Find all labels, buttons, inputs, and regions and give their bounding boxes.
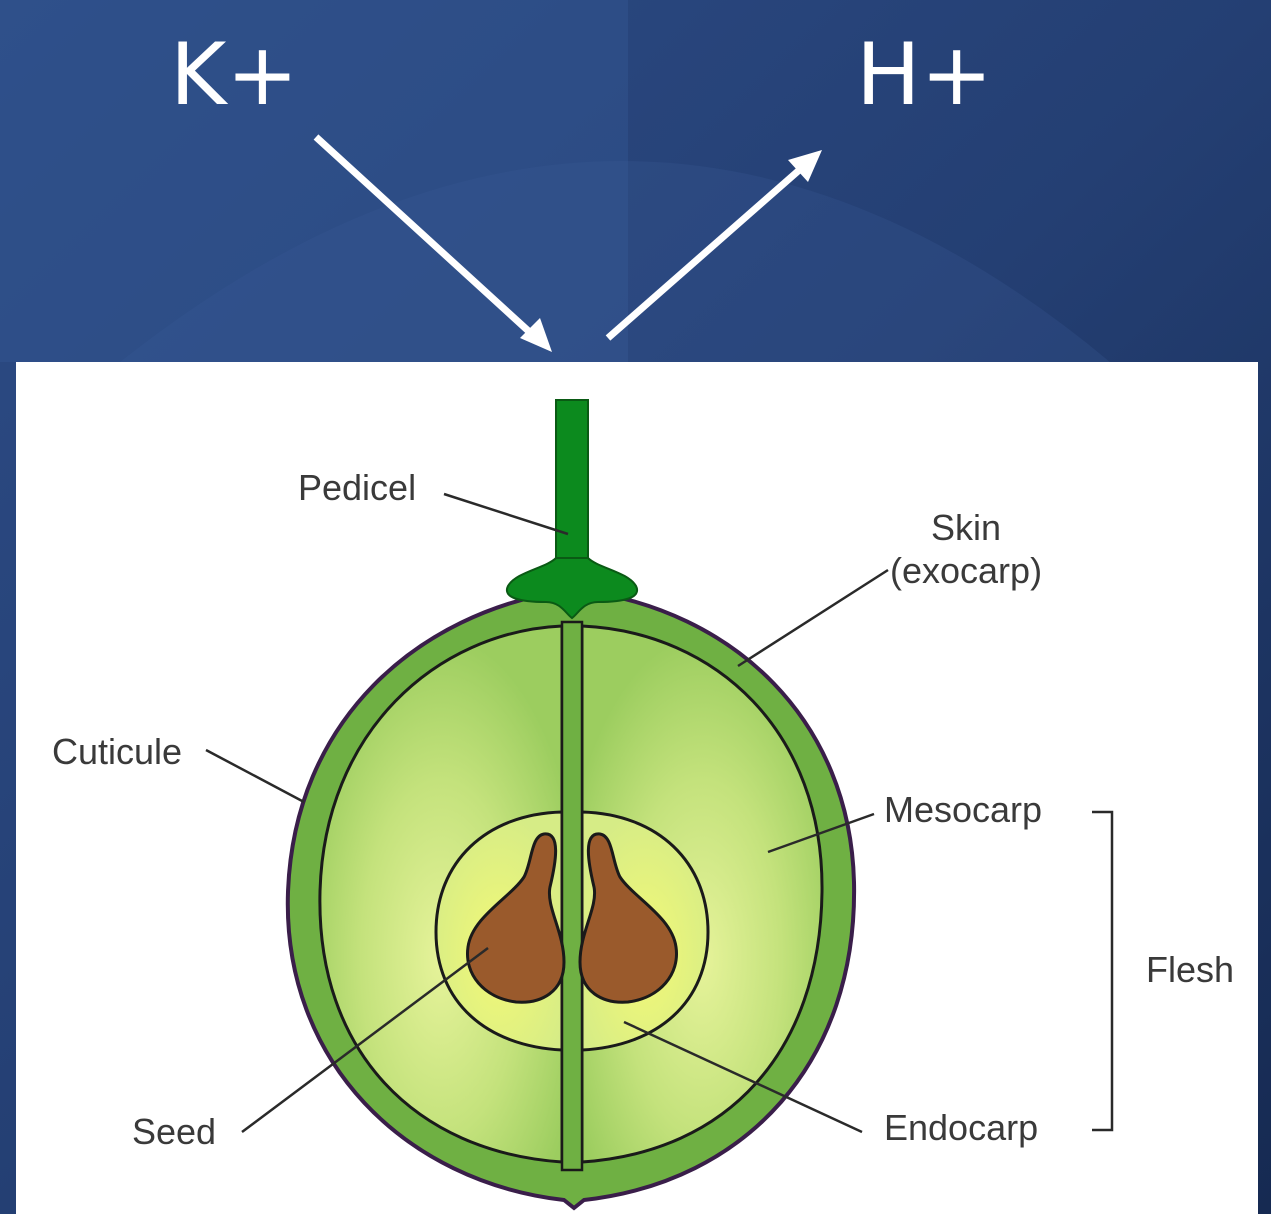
skin-label-line1: Skin xyxy=(890,506,1042,549)
endocarp-label: Endocarp xyxy=(884,1110,1038,1146)
mesocarp-label: Mesocarp xyxy=(884,792,1042,828)
central-septum xyxy=(562,622,582,1170)
hydrogen-ion-label: H+ xyxy=(856,32,993,118)
flesh-label: Flesh xyxy=(1146,952,1234,988)
pedicel-label: Pedicel xyxy=(298,470,416,506)
seed-label: Seed xyxy=(132,1114,216,1150)
grape-berry-drawing xyxy=(16,362,1258,1214)
potassium-ion-label: K+ xyxy=(170,32,298,118)
skin-label: Skin (exocarp) xyxy=(890,506,1042,592)
pedicel xyxy=(507,400,637,618)
cuticule-label: Cuticule xyxy=(52,734,182,770)
grape-berry-diagram: Pedicel Skin (exocarp) Cuticule Mesocarp… xyxy=(16,362,1258,1214)
skin-label-line2: (exocarp) xyxy=(890,549,1042,592)
